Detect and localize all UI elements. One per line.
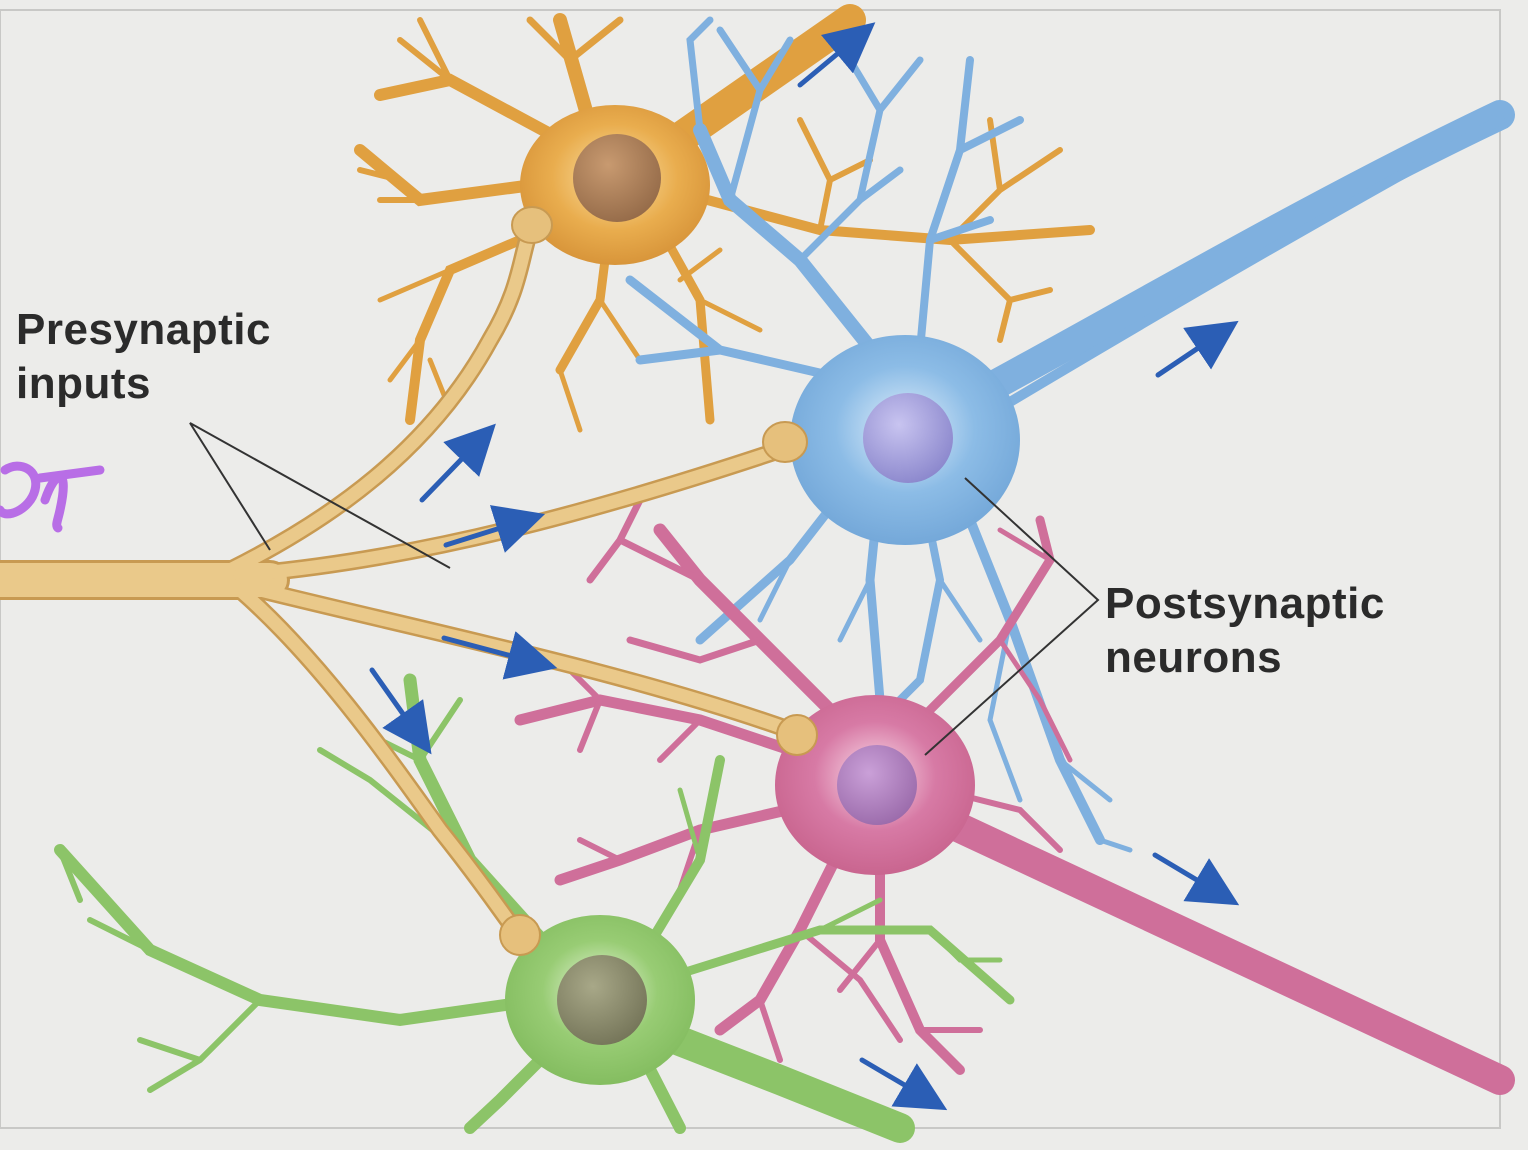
arrow-axon-lower bbox=[441, 631, 558, 680]
presynaptic-leader bbox=[189, 422, 451, 569]
terminal-bottom bbox=[499, 914, 541, 956]
arrow-green-out bbox=[859, 1057, 948, 1111]
arrow-axon-bottom bbox=[369, 667, 432, 755]
terminal-upper bbox=[762, 421, 808, 463]
postsynaptic-neurons-label: Postsynaptic neurons bbox=[1105, 577, 1385, 685]
arrow-axon-upper bbox=[443, 505, 546, 553]
presynaptic-inputs-label: Presynaptic inputs bbox=[16, 303, 271, 411]
axon-terminals bbox=[499, 206, 818, 956]
orange-nucleus bbox=[573, 134, 661, 222]
signal-arrows bbox=[369, 22, 1240, 1111]
handwritten-mark bbox=[0, 461, 105, 533]
presynaptic-label-line2: inputs bbox=[16, 359, 151, 408]
arrow-orange-out bbox=[797, 22, 876, 88]
pink-nucleus bbox=[837, 745, 917, 825]
arrow-pink-out bbox=[1152, 852, 1240, 906]
terminal-lower bbox=[776, 714, 818, 756]
presynaptic-label-line1: Presynaptic bbox=[16, 305, 271, 354]
postsynaptic-label-line1: Postsynaptic bbox=[1105, 579, 1385, 628]
pink-neuron bbox=[514, 496, 1515, 1095]
leader-lines bbox=[189, 422, 1100, 756]
terminal-top bbox=[511, 206, 553, 244]
postsynaptic-label-line2: neurons bbox=[1105, 633, 1283, 682]
arrow-axon-top bbox=[419, 423, 496, 503]
blue-nucleus bbox=[863, 393, 953, 483]
green-nucleus bbox=[557, 955, 647, 1045]
arrow-blue-out bbox=[1155, 320, 1239, 378]
postsynaptic-leader bbox=[924, 477, 1100, 756]
presynaptic-axon bbox=[0, 221, 799, 939]
